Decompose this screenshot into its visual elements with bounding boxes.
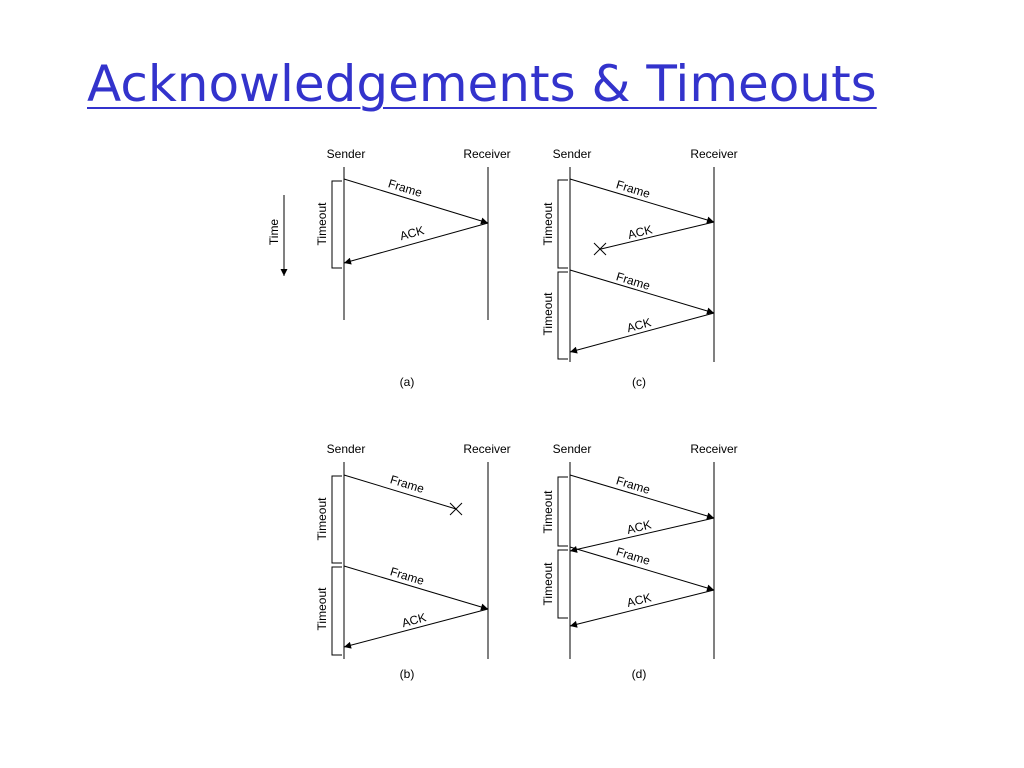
frame-arrow xyxy=(569,269,715,315)
timeout-bracket xyxy=(557,271,568,360)
lost-ack-x-mark xyxy=(593,242,607,256)
ack-arrow xyxy=(569,589,715,628)
ack-arrow xyxy=(569,517,715,553)
sender-label: Sender xyxy=(553,442,592,456)
diagram-a: Sender Receiver Timeout Frame ACK (a) xyxy=(315,147,511,389)
timeout-label: Timeout xyxy=(315,587,329,631)
timeout-bracket xyxy=(557,476,568,547)
timeout-label: Timeout xyxy=(541,562,555,606)
sender-label: Sender xyxy=(327,147,366,161)
sender-label: Sender xyxy=(553,147,592,161)
frame-arrow xyxy=(343,565,489,611)
frame-label: Frame xyxy=(615,544,653,568)
diagram-b: Sender Receiver Timeout Timeout Frame Fr… xyxy=(315,442,511,681)
sender-label: Sender xyxy=(327,442,366,456)
timeout-bracket xyxy=(331,180,342,269)
ack-arrow xyxy=(343,608,489,649)
timeout-label: Timeout xyxy=(541,292,555,336)
timeout-label: Timeout xyxy=(541,202,555,246)
caption-a: (a) xyxy=(400,375,415,389)
timeout-label: Timeout xyxy=(315,497,329,541)
ack-label: ACK xyxy=(626,222,653,242)
frame-label: Frame xyxy=(389,472,427,496)
ack-arrow xyxy=(343,222,489,265)
ack-label: ACK xyxy=(625,590,652,610)
receiver-label: Receiver xyxy=(690,147,737,161)
lost-frame-x-mark xyxy=(449,502,463,516)
timeout-label: Timeout xyxy=(541,490,555,534)
ack-label: ACK xyxy=(625,517,652,537)
frame-arrow xyxy=(343,178,489,225)
receiver-label: Receiver xyxy=(463,442,510,456)
frame-arrow xyxy=(569,546,715,592)
frame-label: Frame xyxy=(615,269,653,293)
receiver-label: Receiver xyxy=(690,442,737,456)
time-label: Time xyxy=(267,219,281,246)
timeout-bracket xyxy=(557,549,568,619)
ack-label: ACK xyxy=(625,315,652,335)
receiver-label: Receiver xyxy=(463,147,510,161)
time-axis: Time xyxy=(267,195,288,276)
timeout-bracket xyxy=(331,566,342,656)
frame-label: Frame xyxy=(387,176,425,200)
timeout-bracket xyxy=(557,179,568,269)
ack-label: ACK xyxy=(400,610,427,630)
timeout-bracket xyxy=(331,475,342,564)
lost-ack-line xyxy=(600,221,715,250)
caption-b: (b) xyxy=(400,667,415,681)
diagram-d: Sender Receiver Timeout Timeout Frame AC… xyxy=(541,442,738,681)
ack-label: ACK xyxy=(398,223,425,243)
timeout-label: Timeout xyxy=(315,202,329,246)
caption-c: (c) xyxy=(632,375,646,389)
frame-arrow xyxy=(569,178,715,224)
frame-arrow xyxy=(569,474,715,520)
slide-title: Acknowledgements & Timeouts xyxy=(87,55,877,113)
ack-arrow xyxy=(569,312,715,354)
caption-d: (d) xyxy=(632,667,647,681)
diagram-c: Sender Receiver Timeout Timeout Frame AC… xyxy=(541,147,738,389)
lost-frame-line xyxy=(343,474,457,510)
